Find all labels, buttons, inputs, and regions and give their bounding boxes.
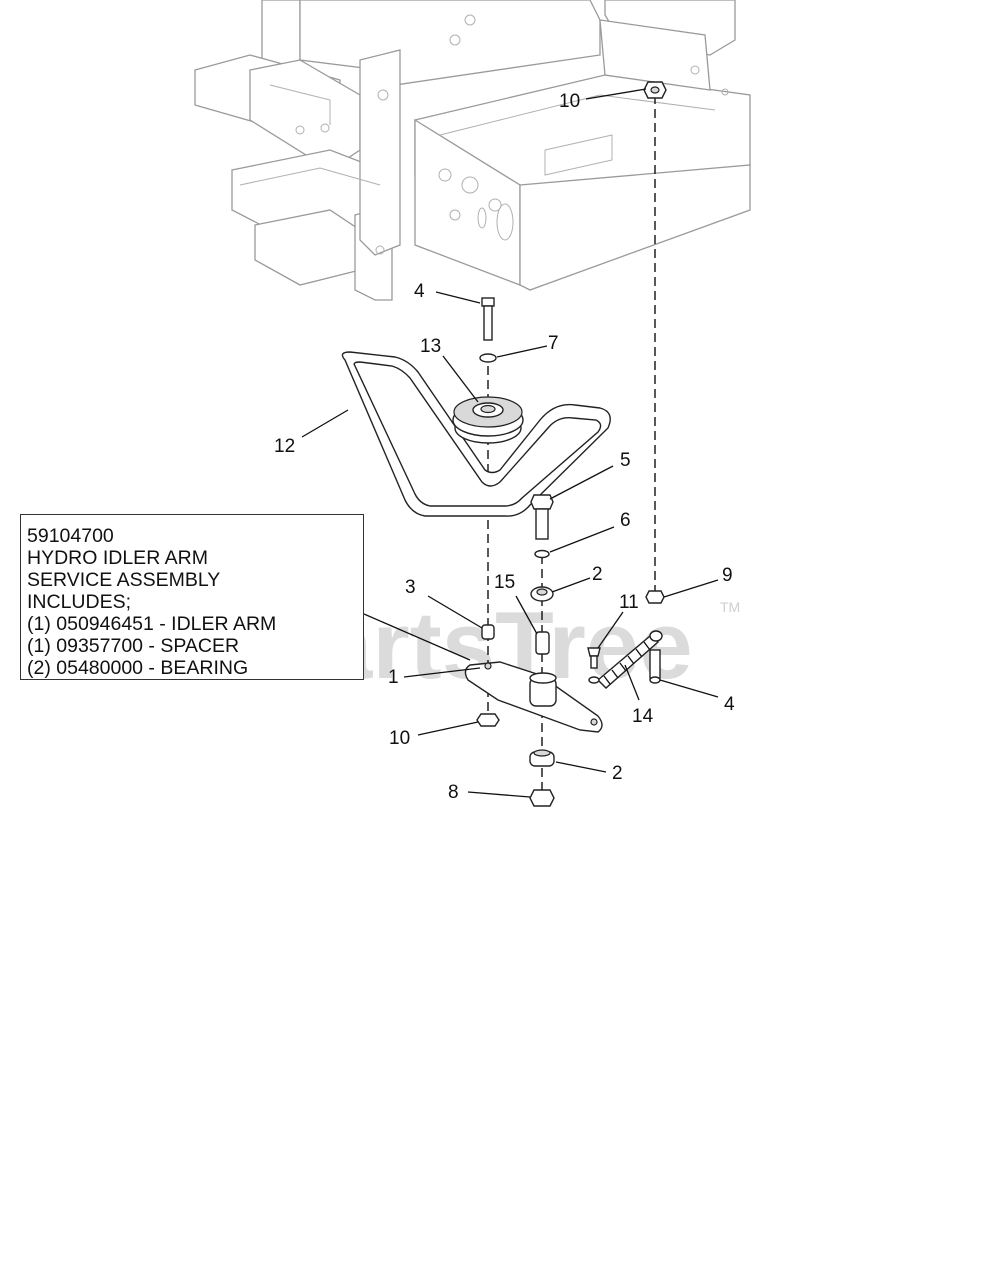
callout-11: 11 bbox=[619, 592, 639, 613]
service-assembly-note: 59104700 HYDRO IDLER ARM SERVICE ASSEMBL… bbox=[20, 514, 364, 680]
idler-arm bbox=[464, 661, 603, 733]
shoulder-bolt bbox=[530, 494, 554, 559]
nut-bottom bbox=[476, 713, 500, 727]
callout-12: 12 bbox=[274, 436, 295, 457]
leader-lines bbox=[301, 88, 719, 798]
note-line-spacer: (1) 09357700 - SPACER bbox=[27, 635, 240, 657]
spacer-long bbox=[535, 631, 550, 655]
callout-3: 3 bbox=[405, 577, 416, 598]
note-line-part-number: 59104700 bbox=[27, 525, 114, 547]
callout-5: 5 bbox=[620, 450, 631, 471]
callout-10-bottom: 10 bbox=[389, 728, 410, 749]
drive-belt bbox=[341, 351, 611, 517]
callout-10-top: 10 bbox=[559, 91, 580, 112]
callout-1: 1 bbox=[388, 667, 399, 688]
note-line-idler-arm: (1) 050946451 - IDLER ARM bbox=[27, 613, 277, 635]
callout-2-lower: 2 bbox=[612, 763, 623, 784]
callout-numbers: 10 4 7 13 12 5 6 2 3 15 11 9 1 14 4 10 2… bbox=[274, 91, 735, 803]
callout-2-upper: 2 bbox=[592, 564, 603, 585]
callout-4-top: 4 bbox=[414, 281, 425, 302]
callout-9: 9 bbox=[722, 565, 733, 586]
callout-6: 6 bbox=[620, 510, 631, 531]
bearing-upper bbox=[530, 586, 554, 602]
spacer-small bbox=[481, 624, 495, 640]
callout-15: 15 bbox=[494, 572, 515, 593]
extension-spring bbox=[596, 630, 663, 689]
mower-frame bbox=[194, 0, 751, 301]
callout-13: 13 bbox=[420, 336, 441, 357]
nut-top bbox=[643, 81, 667, 99]
note-line-subtitle: SERVICE ASSEMBLY bbox=[27, 569, 221, 591]
note-line-title: HYDRO IDLER ARM bbox=[27, 547, 208, 569]
callout-4-right: 4 bbox=[724, 694, 735, 715]
nut-nine bbox=[645, 590, 665, 604]
callout-7: 7 bbox=[548, 333, 559, 354]
bolt-top bbox=[479, 297, 497, 363]
note-line-includes: INCLUDES; bbox=[27, 591, 132, 613]
bearing-lower bbox=[529, 749, 555, 767]
lock-nut bbox=[529, 789, 555, 807]
spring-bolt bbox=[587, 647, 601, 684]
watermark-tm: TM bbox=[720, 599, 740, 615]
note-line-bearing: (2) 05480000 - BEARING bbox=[27, 657, 249, 679]
callout-14: 14 bbox=[632, 706, 654, 727]
idler-pulley bbox=[452, 396, 524, 444]
callout-8: 8 bbox=[448, 782, 459, 803]
bolt-right bbox=[649, 649, 661, 684]
